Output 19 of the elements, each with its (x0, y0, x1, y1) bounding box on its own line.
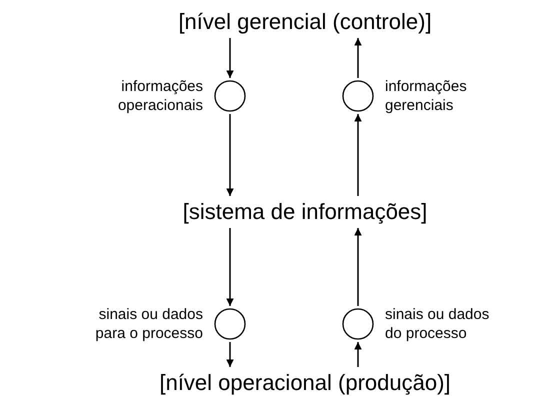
arrow (354, 114, 362, 196)
level-label: [sistema de informações] (182, 199, 428, 225)
flow-label: sinais ou dados do processo (385, 305, 490, 343)
arrow (226, 342, 234, 367)
flow-label: informações gerenciais (385, 77, 468, 115)
arrow (354, 228, 362, 306)
circle (342, 80, 374, 112)
arrow (354, 38, 362, 78)
arrow (226, 114, 234, 196)
arrow (226, 38, 234, 78)
arrow (226, 228, 234, 306)
circle (214, 80, 246, 112)
flow-label: sinais ou dados para o processo (94, 305, 203, 343)
circle (342, 308, 374, 340)
arrow (354, 342, 362, 367)
level-label: [nível gerencial (controle)] (178, 9, 432, 35)
level-label: [nível operacional (produção)] (159, 370, 451, 396)
flow-label: informações operacionais (116, 77, 203, 115)
circle (214, 308, 246, 340)
